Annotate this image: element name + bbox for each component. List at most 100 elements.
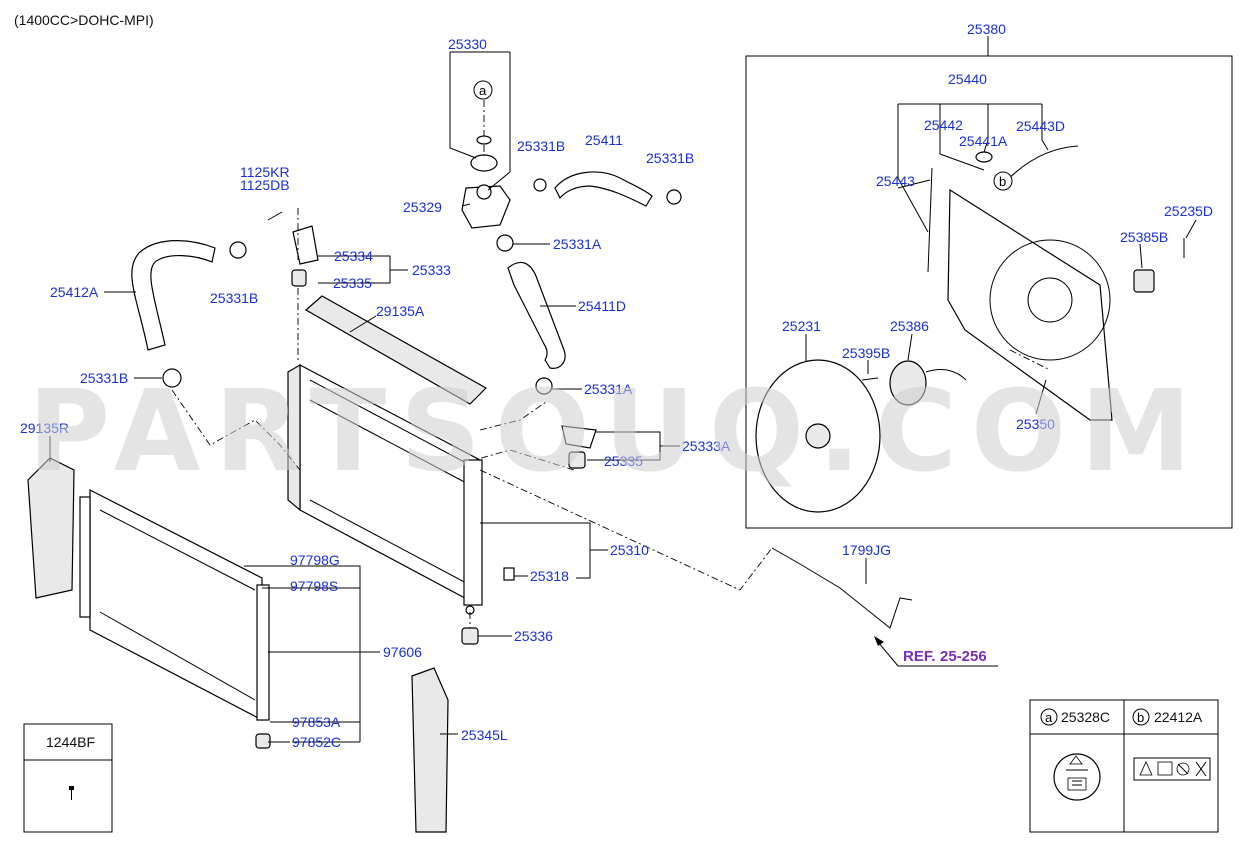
label-25231[interactable]: 25231 <box>782 318 821 334</box>
label-25441a[interactable]: 25441A <box>959 133 1008 149</box>
label-25345l[interactable]: 25345L <box>461 727 508 743</box>
legend-b-letter: b <box>1137 710 1144 725</box>
hose-25412a-illustration[interactable] <box>131 240 216 351</box>
hose-1799jg-illustration[interactable] <box>771 547 913 629</box>
label-1125db[interactable]: 1125DB <box>240 177 290 193</box>
hose-clamps-illustration[interactable] <box>162 178 682 395</box>
label-25331a-upper[interactable]: 25331A <box>553 236 602 252</box>
label-25331b-top[interactable]: 25331B <box>517 138 565 154</box>
label-25334[interactable]: 25334 <box>334 248 373 264</box>
label-25442[interactable]: 25442 <box>924 117 963 133</box>
leader-25329 <box>461 203 471 207</box>
label-25331b-mid[interactable]: 25331B <box>80 370 128 386</box>
caution-label-icon <box>1133 757 1211 781</box>
label-1125kr[interactable]: 1125KR <box>240 164 290 180</box>
callout-b-letter: b <box>999 174 1006 189</box>
centerline-lower <box>479 401 547 431</box>
label-25443d[interactable]: 25443D <box>1016 118 1065 134</box>
guard-25345l-illustration[interactable] <box>411 667 449 833</box>
label-25395b[interactable]: 25395B <box>842 345 890 361</box>
fan-motor-illustration[interactable] <box>889 360 967 406</box>
reference-link[interactable]: REF. 25-256 <box>874 636 998 667</box>
label-97853a[interactable]: 97853A <box>292 714 341 730</box>
label-25336[interactable]: 25336 <box>514 628 553 644</box>
leader-25386 <box>907 333 913 361</box>
lower-hose-illustration[interactable] <box>507 261 566 369</box>
label-25310[interactable]: 25310 <box>610 542 649 558</box>
label-25335-lower[interactable]: 25335 <box>604 453 643 469</box>
leader-25235d <box>1185 219 1197 239</box>
guard-29135r-illustration[interactable] <box>27 457 75 599</box>
label-97852c[interactable]: 97852C <box>292 734 341 750</box>
label-25411[interactable]: 25411 <box>585 132 623 148</box>
label-25235d[interactable]: 25235D <box>1164 203 1213 219</box>
label-25443[interactable]: 25443 <box>876 173 915 189</box>
label-97798s[interactable]: 97798S <box>290 578 338 594</box>
condenser-illustration[interactable] <box>79 489 270 721</box>
upper-hose-illustration[interactable] <box>554 171 653 207</box>
label-25386[interactable]: 25386 <box>890 318 929 334</box>
label-25330[interactable]: 25330 <box>448 36 487 52</box>
label-25331b-right[interactable]: 25331B <box>646 150 694 166</box>
label-25335-upper[interactable]: 25335 <box>333 275 372 291</box>
label-25412a[interactable]: 25412A <box>50 284 99 300</box>
label-25385b[interactable]: 25385B <box>1120 229 1168 245</box>
leader-25350 <box>1035 379 1047 415</box>
leader-29135a <box>349 315 377 333</box>
engine-spec-header: (1400CC>DOHC-MPI) <box>14 12 154 28</box>
callout-a-circle <box>473 80 493 100</box>
label-25333[interactable]: 25333 <box>412 262 451 278</box>
label-29135a[interactable]: 29135A <box>376 303 425 319</box>
reservoir-cap-illustration[interactable] <box>975 151 993 163</box>
overflow-hose-25443-illustration[interactable] <box>927 167 933 273</box>
radiator-illustration[interactable] <box>287 363 483 615</box>
callout-b-circle <box>993 171 1013 191</box>
part-labels: 25330 25331B 25411 25331B 25329 25331A 2… <box>20 21 1213 750</box>
label-25318[interactable]: 25318 <box>530 568 569 584</box>
bracket-25333a-illustration[interactable] <box>561 425 597 449</box>
legend-item-a[interactable]: a 25328C <box>1040 708 1110 801</box>
cap-seal-illustration[interactable] <box>476 135 492 145</box>
label-29135r[interactable]: 29135R <box>20 420 69 436</box>
label-25333a[interactable]: 25333A <box>682 438 731 454</box>
label-25380[interactable]: 25380 <box>967 21 1006 37</box>
leader-97606 <box>244 565 380 743</box>
bracket-25334-illustration[interactable] <box>292 225 319 265</box>
legend-box: a 25328C b 22412A <box>1029 699 1219 833</box>
mount-bushings-illustration[interactable] <box>255 269 586 749</box>
label-97606[interactable]: 97606 <box>383 644 422 660</box>
callout-a-letter: a <box>479 83 487 98</box>
leader-25443 <box>897 179 931 189</box>
inset-bolt-label: 1244BF <box>46 734 95 750</box>
centerline-mount <box>473 449 575 471</box>
leader-25385b <box>1139 243 1143 269</box>
bolt-1125kr-illustration[interactable] <box>267 211 283 221</box>
fan-blade-illustration[interactable] <box>755 359 881 513</box>
centerline-hose <box>479 469 773 591</box>
leader-25333 <box>318 255 408 284</box>
label-25411d[interactable]: 25411D <box>578 298 626 314</box>
warning-label-icon <box>1053 753 1101 801</box>
fan-shroud-illustration[interactable] <box>947 188 1113 421</box>
label-1799jg[interactable]: 1799JG <box>842 542 891 558</box>
label-25331a-lower[interactable]: 25331A <box>584 381 633 397</box>
label-25329[interactable]: 25329 <box>403 199 442 215</box>
legend-a-part: 25328C <box>1061 709 1110 725</box>
air-guard-29135a-illustration[interactable] <box>304 295 487 405</box>
inset-bolt-box[interactable]: 1244BF <box>23 723 113 833</box>
filler-neck-illustration[interactable] <box>461 154 511 229</box>
label-25350[interactable]: 25350 <box>1016 416 1055 432</box>
legend-a-letter: a <box>1045 710 1053 725</box>
label-97798g[interactable]: 97798G <box>290 552 340 568</box>
legend-item-b[interactable]: b 22412A <box>1132 708 1211 781</box>
resistor-25385b-illustration[interactable] <box>1133 269 1155 293</box>
bolt-icon <box>69 786 74 800</box>
label-25440[interactable]: 25440 <box>948 71 987 87</box>
reference-code: 25-256 <box>940 648 987 665</box>
watermark: PARTSOUQ.COM <box>28 367 1206 497</box>
sensor-25318-illustration[interactable] <box>503 567 515 581</box>
reference-prefix: REF. <box>903 648 936 665</box>
label-25331b-left[interactable]: 25331B <box>210 290 258 306</box>
bolt-25395b-illustration[interactable] <box>861 377 879 381</box>
